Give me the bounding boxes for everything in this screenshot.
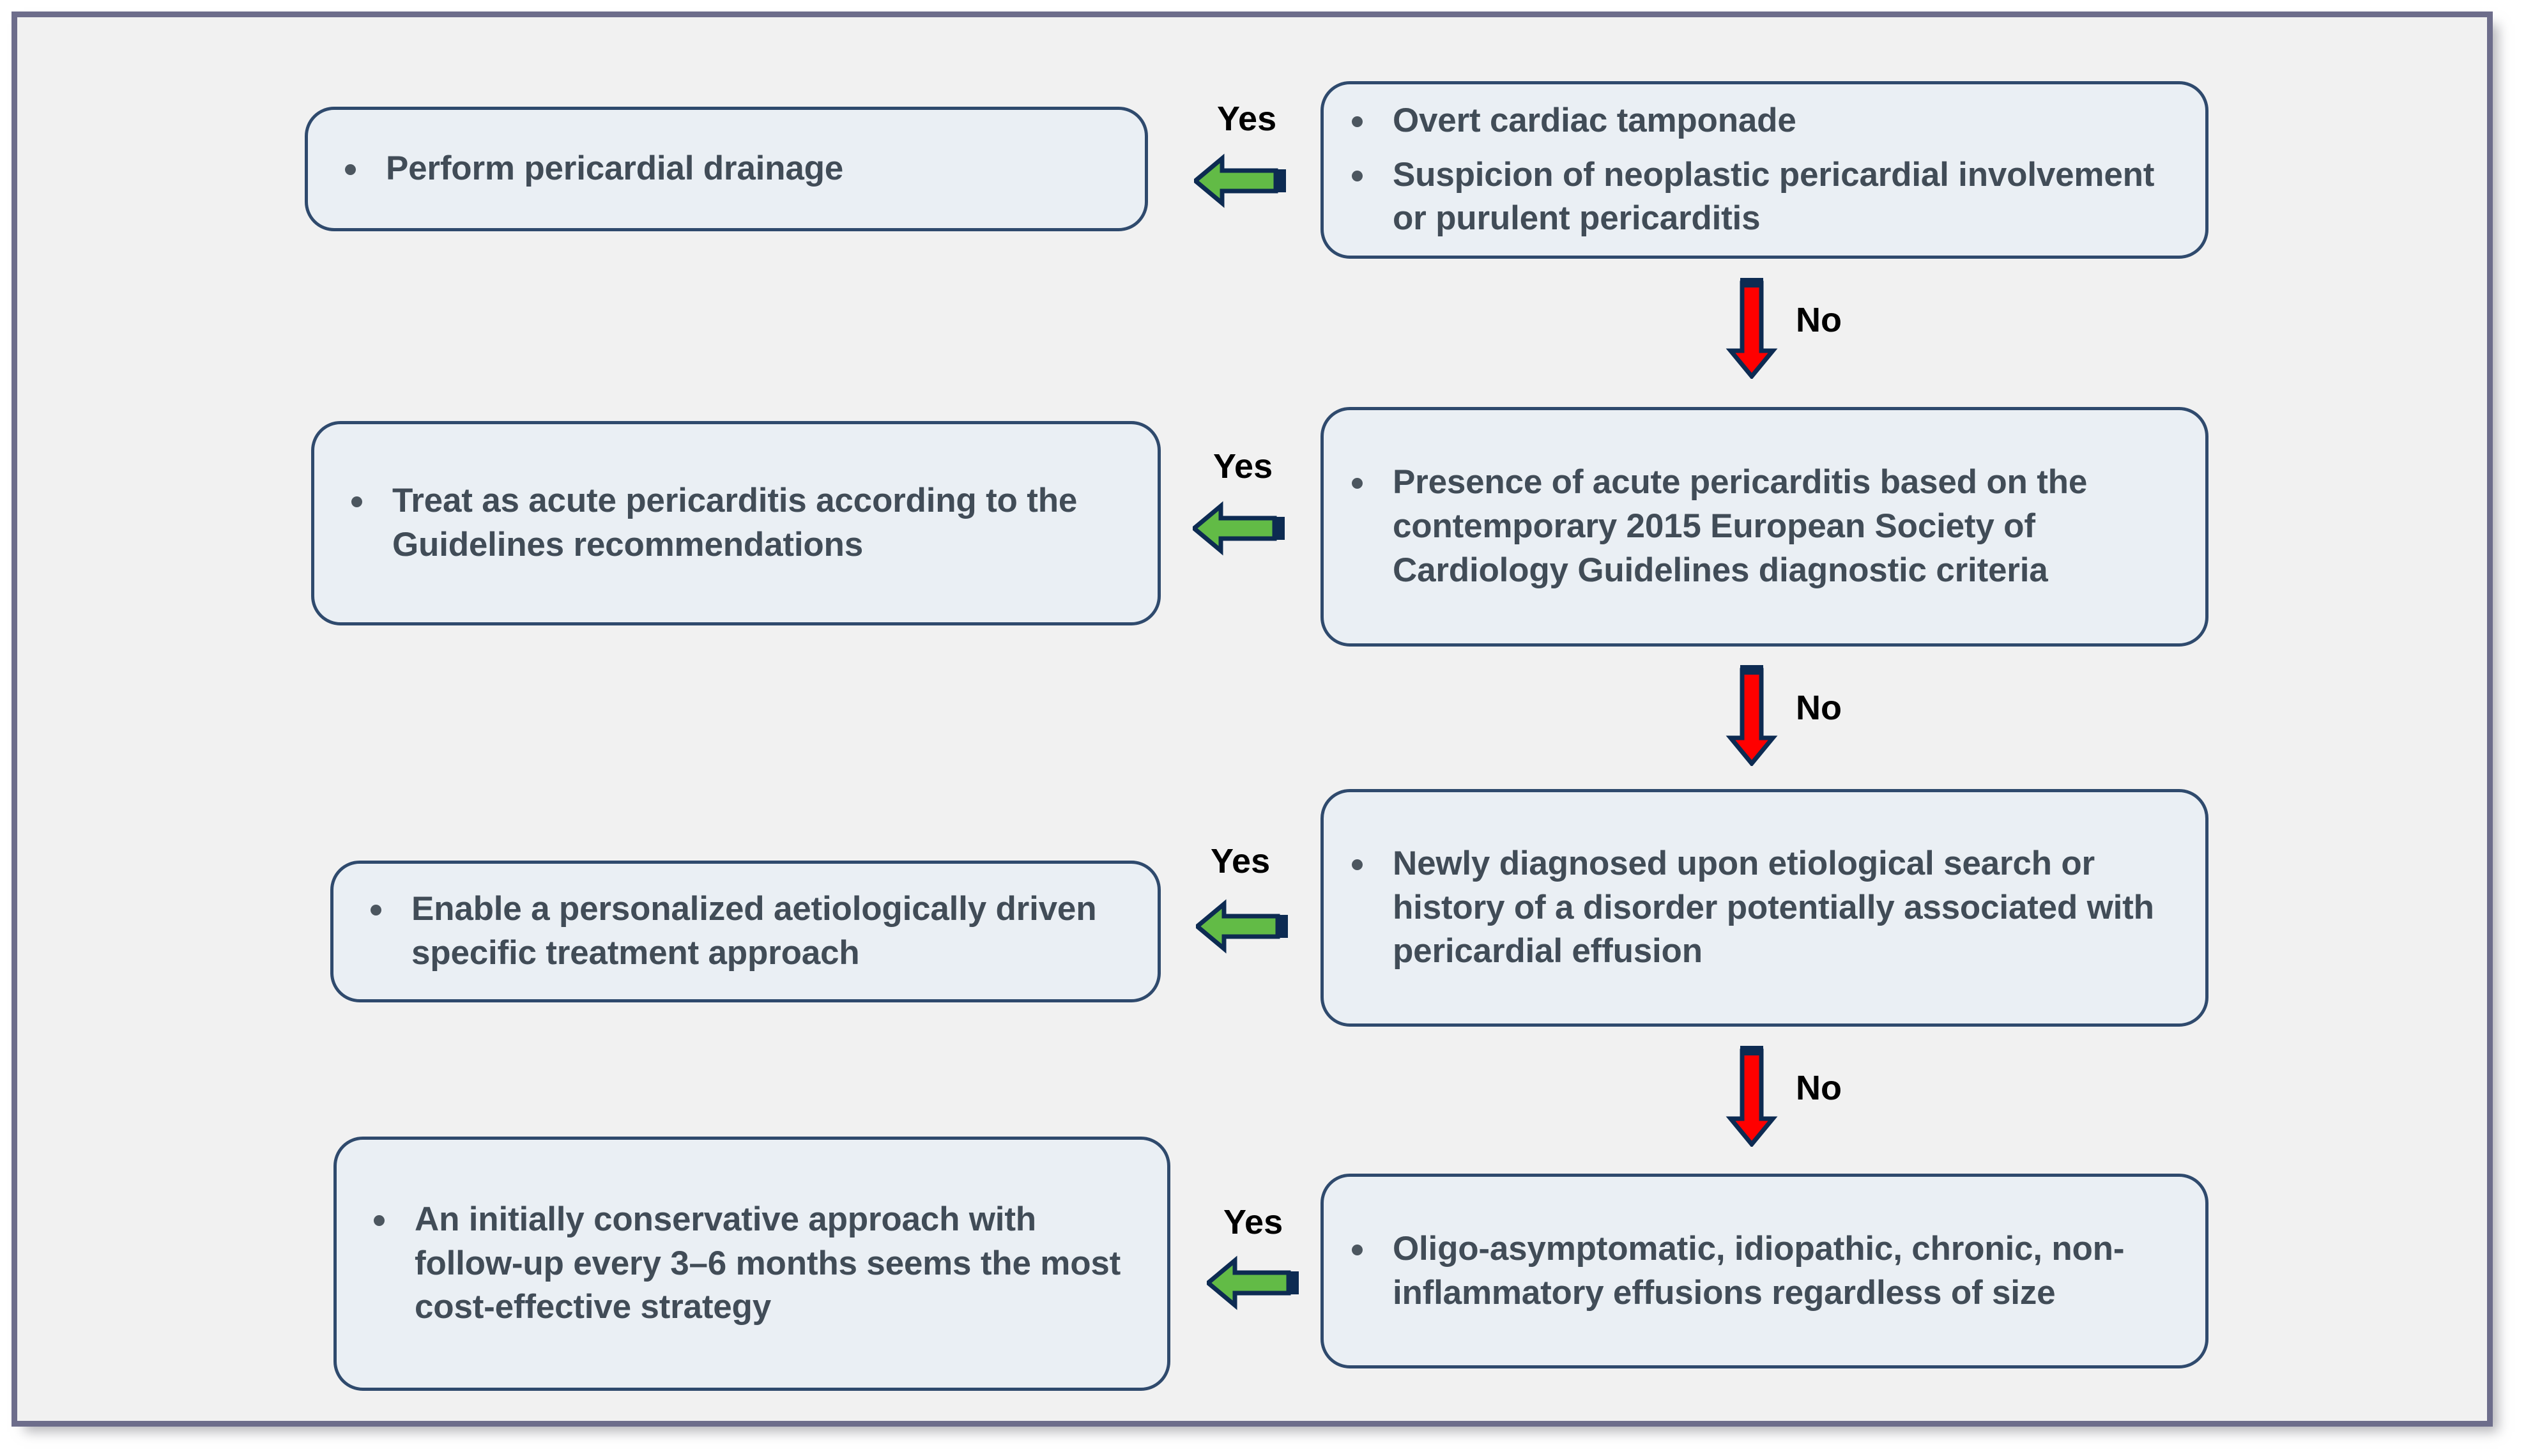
- bullet-list: Perform pericardial drainage: [308, 147, 1145, 191]
- action-treat-acute-pericarditis-box[interactable]: Treat as acute pericarditis according to…: [311, 421, 1161, 625]
- no-arrow-1: [1726, 277, 1778, 379]
- edge-label-no-2: No: [1796, 689, 1842, 727]
- action-conservative-followup-box[interactable]: An initially conservative approach with …: [333, 1137, 1170, 1391]
- bullet-list: An initially conservative approach with …: [337, 1198, 1167, 1330]
- list-item: Overt cardiac tamponade: [1343, 99, 2189, 143]
- yes-arrow-2: [1193, 501, 1287, 556]
- bullet-list: Newly diagnosed upon etiological search …: [1324, 842, 2205, 974]
- arrow-down-icon: [1726, 665, 1778, 766]
- list-item: Treat as acute pericarditis according to…: [342, 479, 1141, 567]
- arrow-down-icon: [1726, 1046, 1778, 1147]
- yes-arrow-4: [1207, 1255, 1301, 1310]
- arrow-left-icon: [1194, 153, 1286, 208]
- yes-arrow-3: [1196, 899, 1290, 954]
- edge-label-no-1: No: [1796, 301, 1842, 339]
- decision-oligo-asymptomatic-box[interactable]: Oligo-asymptomatic, idiopathic, chronic,…: [1320, 1174, 2208, 1368]
- list-item: Presence of acute pericarditis based on …: [1343, 461, 2189, 593]
- list-item: An initially conservative approach with …: [365, 1198, 1151, 1330]
- no-arrow-3: [1726, 1045, 1778, 1147]
- decision-etiological-search-box[interactable]: Newly diagnosed upon etiological search …: [1320, 789, 2208, 1027]
- bullet-list: Overt cardiac tamponade Suspicion of neo…: [1324, 99, 2205, 241]
- edge-label-yes-1: Yes: [1217, 100, 1277, 138]
- edge-label-yes-2: Yes: [1213, 447, 1273, 486]
- bullet-list: Presence of acute pericarditis based on …: [1324, 461, 2205, 593]
- list-item: Enable a personalized aetiologically dri…: [362, 887, 1141, 976]
- bullet-list: Enable a personalized aetiologically dri…: [333, 887, 1158, 976]
- flowchart-frame: Perform pericardial drainage Yes Overt c…: [11, 11, 2493, 1427]
- yes-arrow-1: [1194, 153, 1289, 208]
- action-pericardial-drainage-box[interactable]: Perform pericardial drainage: [305, 107, 1148, 231]
- list-item: Newly diagnosed upon etiological search …: [1343, 842, 2189, 974]
- decision-overt-tamponade-box[interactable]: Overt cardiac tamponade Suspicion of neo…: [1320, 81, 2208, 259]
- no-arrow-2: [1726, 664, 1778, 766]
- bullet-list: Treat as acute pericarditis according to…: [314, 479, 1158, 567]
- list-item: Perform pericardial drainage: [336, 147, 1128, 191]
- edge-label-no-3: No: [1796, 1069, 1842, 1107]
- edge-label-yes-4: Yes: [1223, 1203, 1283, 1241]
- edge-label-yes-3: Yes: [1211, 842, 1271, 880]
- action-personalized-treatment-box[interactable]: Enable a personalized aetiologically dri…: [330, 861, 1161, 1002]
- arrow-left-icon: [1193, 501, 1285, 556]
- arrow-left-icon: [1207, 1255, 1299, 1310]
- bullet-list: Oligo-asymptomatic, idiopathic, chronic,…: [1324, 1227, 2205, 1315]
- list-item: Oligo-asymptomatic, idiopathic, chronic,…: [1343, 1227, 2189, 1315]
- decision-acute-pericarditis-box[interactable]: Presence of acute pericarditis based on …: [1320, 407, 2208, 647]
- arrow-left-icon: [1196, 899, 1288, 954]
- arrow-down-icon: [1726, 278, 1778, 379]
- list-item: Suspicion of neoplastic pericardial invo…: [1343, 153, 2189, 241]
